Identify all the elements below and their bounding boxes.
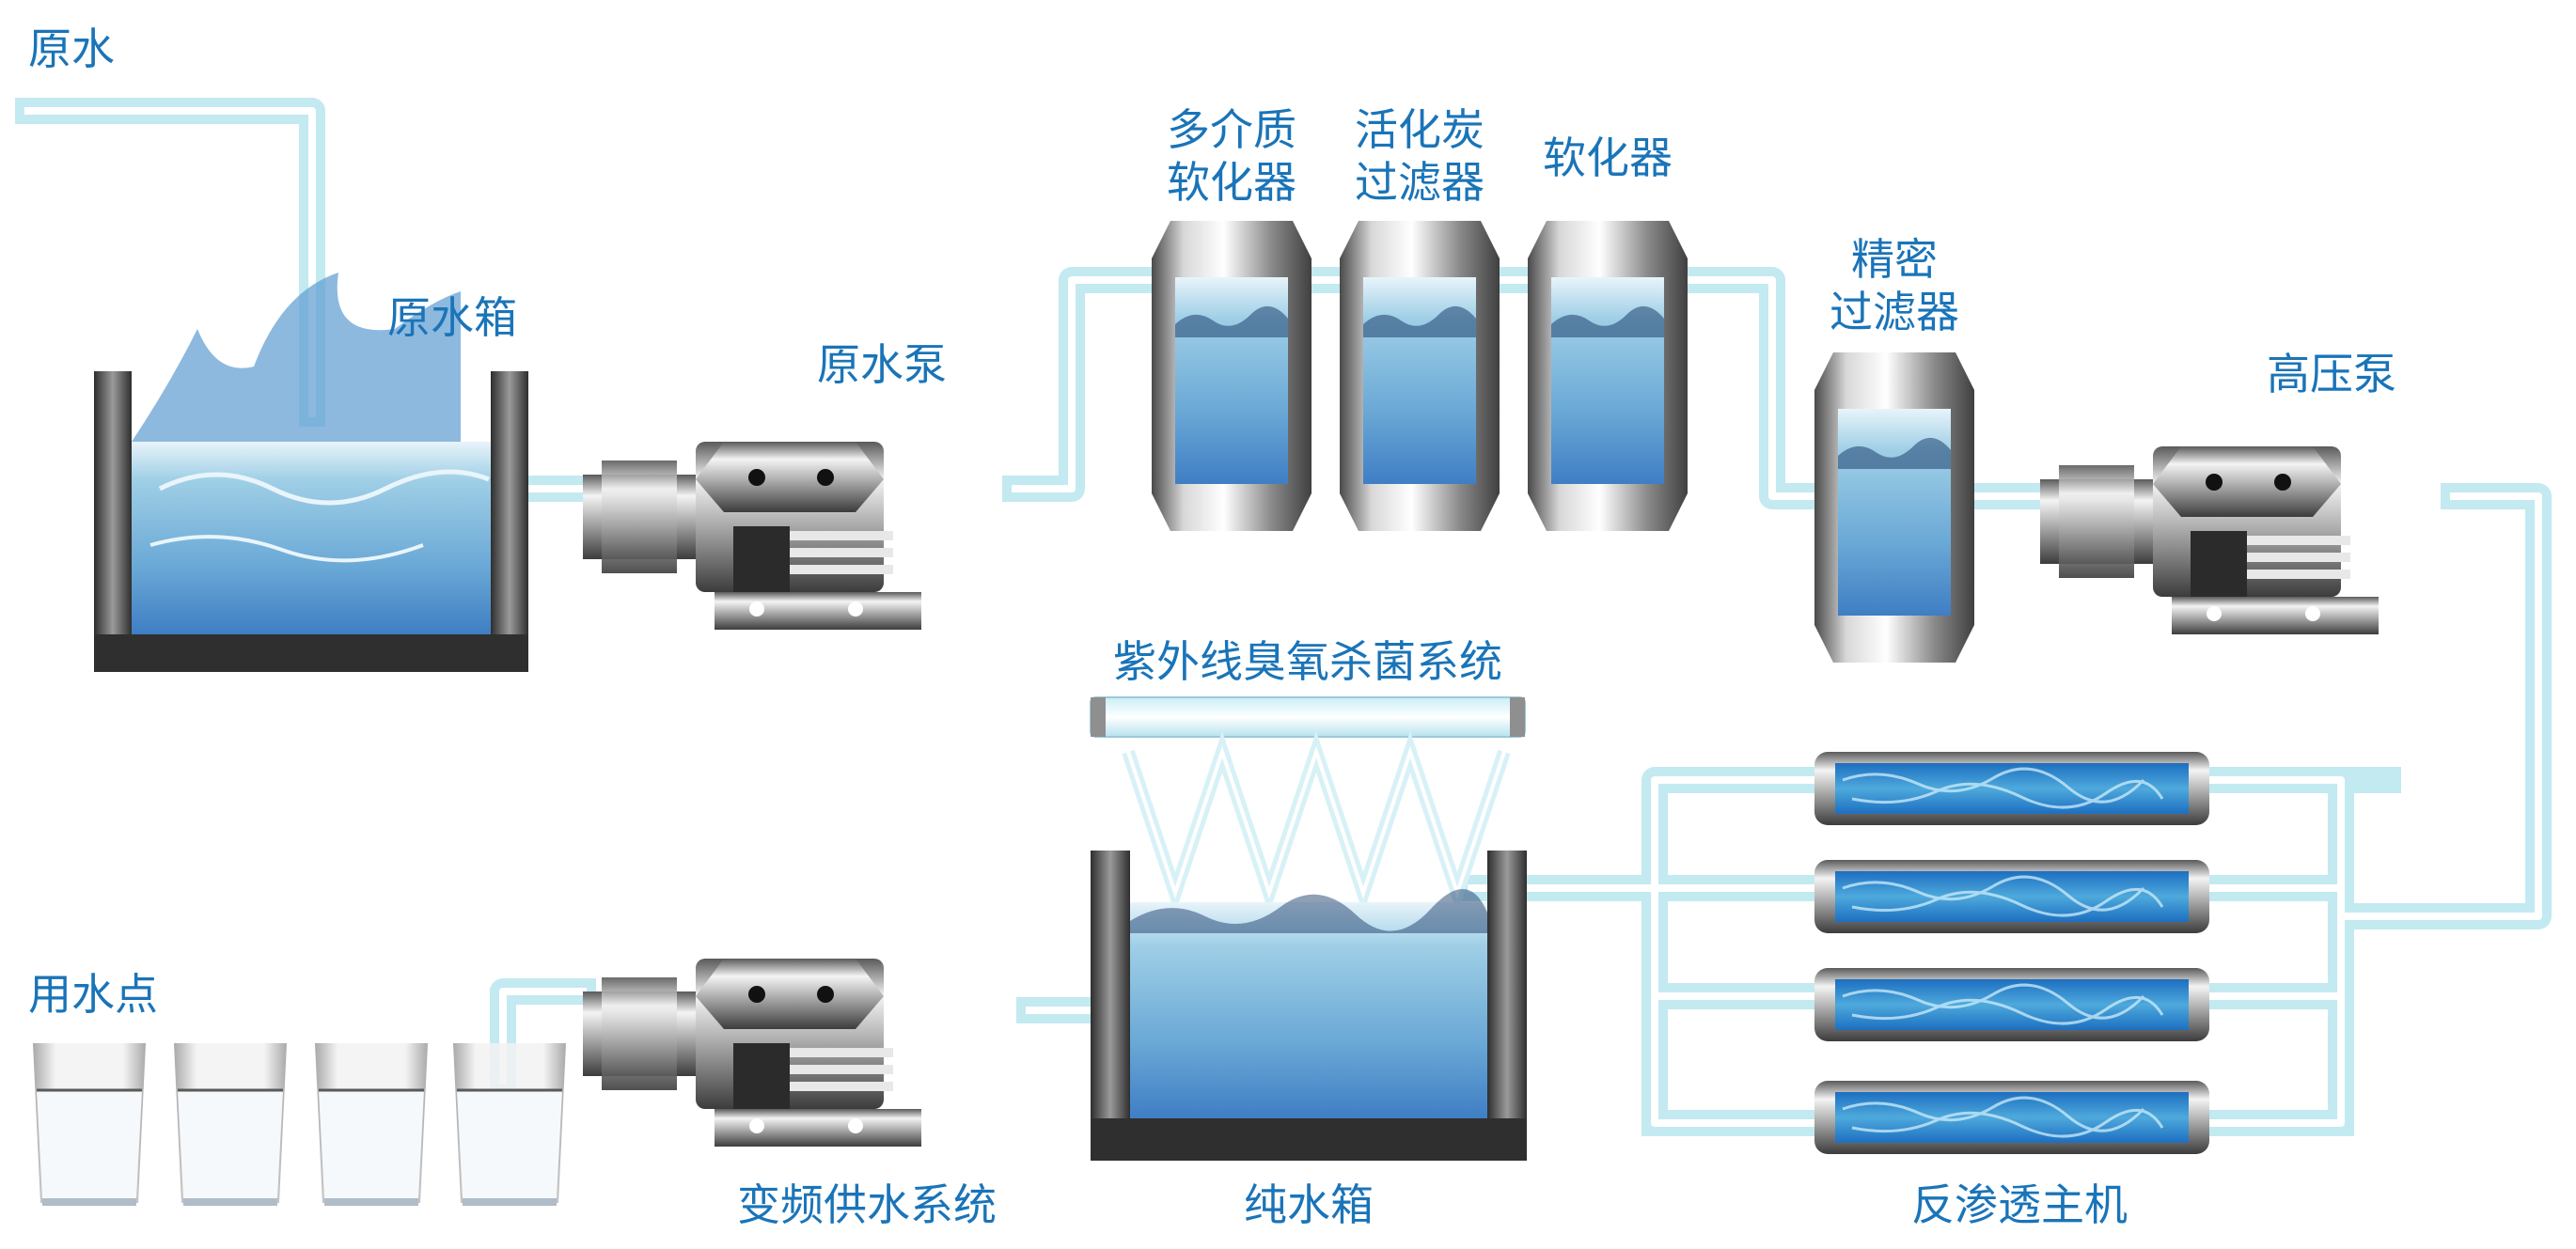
label-carbon-line1: 活化炭 bbox=[1355, 104, 1484, 155]
water-cup bbox=[172, 1041, 289, 1208]
raw-water-tank bbox=[94, 273, 528, 672]
label-raw-water: 原水 bbox=[28, 23, 115, 74]
high-pressure-pump bbox=[2040, 446, 2379, 634]
label-activated-carbon-filter: 活化炭 过滤器 bbox=[1355, 103, 1484, 209]
ro-membrane bbox=[1813, 966, 2211, 1043]
multi-media-filter bbox=[1152, 221, 1312, 531]
softener-vessel bbox=[1528, 221, 1688, 531]
reverse-osmosis-host bbox=[1813, 750, 2211, 1156]
label-multi-media-line2: 软化器 bbox=[1167, 157, 1296, 209]
label-water-use-point: 用水点 bbox=[28, 969, 158, 1020]
ro-membrane bbox=[1813, 1079, 2211, 1156]
label-uv-ozone-system: 紫外线臭氧杀菌系统 bbox=[1113, 636, 1502, 687]
label-raw-water-tank: 原水箱 bbox=[387, 292, 517, 343]
label-pure-water-tank: 纯水箱 bbox=[1244, 1179, 1374, 1230]
label-carbon-line2: 过滤器 bbox=[1355, 157, 1484, 209]
water-use-cups bbox=[31, 1041, 568, 1208]
label-softener: 软化器 bbox=[1543, 133, 1673, 183]
label-raw-water-pump: 原水泵 bbox=[817, 339, 947, 390]
uv-ozone-sterilizer bbox=[1090, 696, 1526, 914]
label-precision-line1: 精密 bbox=[1851, 234, 1938, 285]
activated-carbon-filter bbox=[1340, 221, 1500, 531]
ro-membrane bbox=[1813, 858, 2211, 935]
label-high-pressure-pump: 高压泵 bbox=[2267, 349, 2396, 399]
raw-water-pump bbox=[583, 442, 921, 630]
water-cup bbox=[313, 1041, 430, 1208]
pure-water-tank bbox=[1091, 851, 1527, 1161]
water-cup bbox=[451, 1041, 568, 1208]
label-precision-filter: 精密 过滤器 bbox=[1830, 233, 1959, 338]
ro-membrane bbox=[1813, 750, 2211, 827]
label-variable-frequency-supply: 变频供水系统 bbox=[737, 1179, 997, 1230]
pipe-network bbox=[15, 98, 2552, 1136]
label-multi-media-line1: 多介质 bbox=[1167, 104, 1296, 155]
label-precision-line2: 过滤器 bbox=[1830, 287, 1959, 338]
water-cup bbox=[31, 1041, 148, 1208]
label-ro-host: 反渗透主机 bbox=[1911, 1179, 2128, 1230]
label-multi-media-filter: 多介质 软化器 bbox=[1167, 103, 1296, 209]
precision-filter bbox=[1814, 352, 1974, 663]
variable-frequency-pump bbox=[583, 959, 921, 1147]
